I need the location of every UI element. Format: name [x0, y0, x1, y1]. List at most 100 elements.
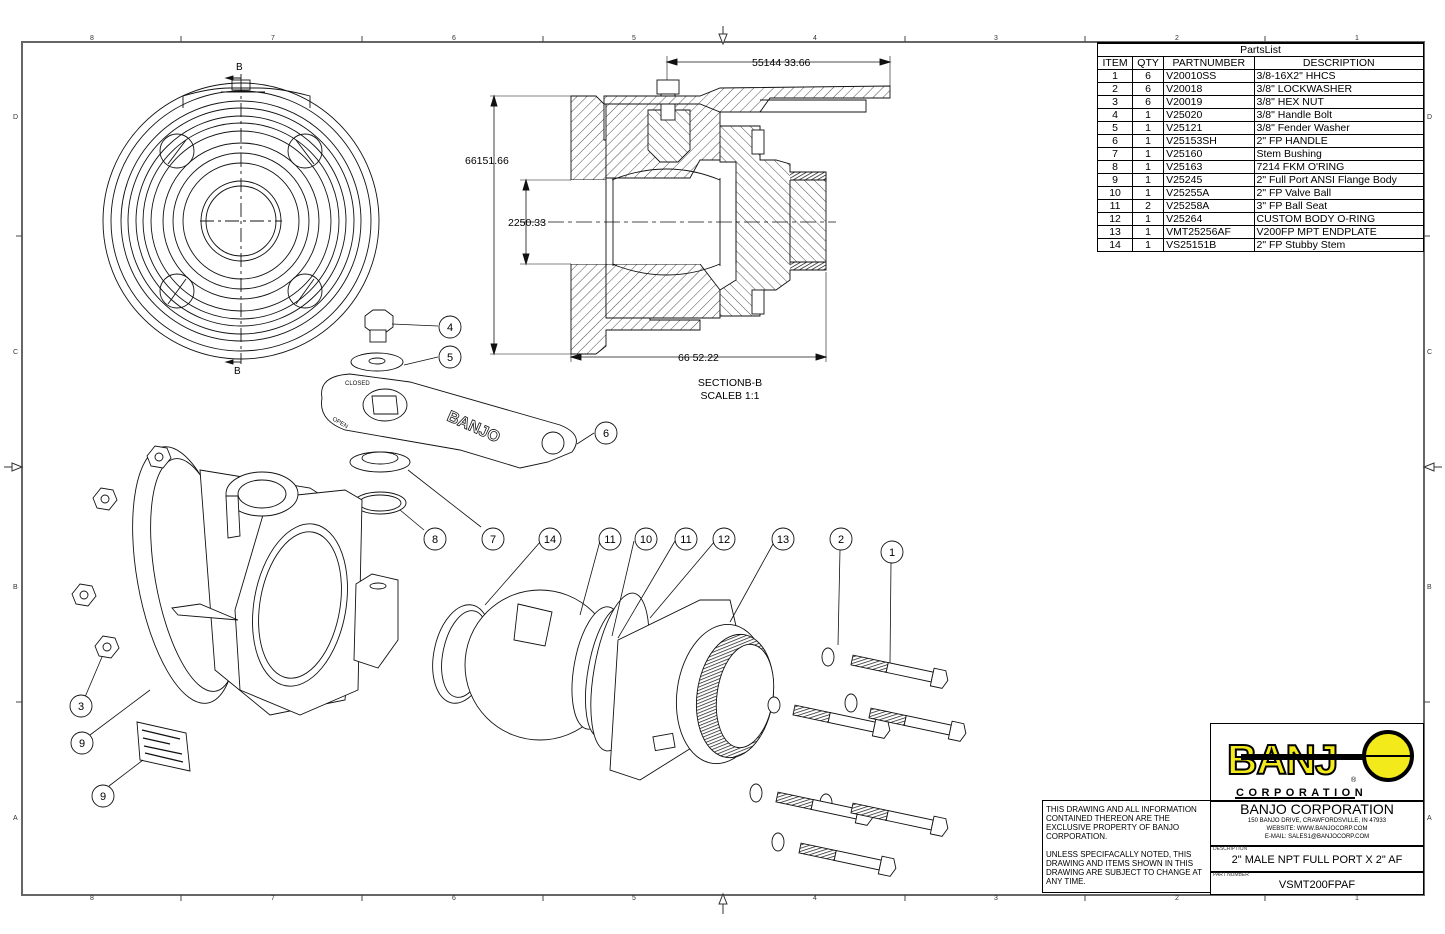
- dim-bore: 2250.33: [508, 217, 546, 229]
- callout-bubble: 14: [538, 527, 562, 551]
- zone-label-top: 4: [813, 35, 817, 42]
- col-qty: QTY: [1132, 56, 1165, 70]
- callout-bubble: 9: [91, 784, 115, 808]
- callout-number: 2: [838, 534, 844, 546]
- part-fender-washer: [350, 352, 404, 372]
- parts-item: 7: [1096, 147, 1134, 161]
- parts-qty: 1: [1132, 238, 1165, 252]
- parts-description: 3/8" LOCKWASHER: [1253, 82, 1425, 96]
- callout-circle: [674, 527, 698, 551]
- zone-label-right: B: [1427, 584, 1432, 591]
- parts-part-number: VS25151B: [1163, 238, 1255, 252]
- callout-bubble: 3: [69, 694, 93, 718]
- company-website: WEBSITE: WWW.BANJOCORP.COM: [1266, 826, 1368, 832]
- company-name: BANJO CORPORATION: [1240, 801, 1394, 817]
- part-endplate: [609, 599, 781, 781]
- parts-description: 2" FP Valve Ball: [1253, 186, 1425, 200]
- parts-part-number: V25245: [1163, 173, 1255, 187]
- zone-label-top: 8: [90, 35, 94, 42]
- callout-bubble: 4: [438, 315, 462, 339]
- section-scale: SCALEB 1:1: [701, 390, 760, 402]
- parts-description: 3/8" Fender Washer: [1253, 121, 1425, 135]
- parts-description: 3/8" Handle Bolt: [1253, 108, 1425, 122]
- callout-bubble: 5: [438, 345, 462, 369]
- col-description: DESCRIPTION: [1253, 56, 1425, 70]
- section-title: SECTIONB-B: [698, 377, 762, 389]
- parts-item: 13: [1096, 225, 1134, 239]
- parts-item: 6: [1096, 134, 1134, 148]
- callout-circle: [91, 784, 115, 808]
- parts-description: 2" Full Port ANSI Flange Body: [1253, 173, 1425, 187]
- notice-changes: UNLESS SPECIFACALLY NOTED, THIS DRAWING …: [1046, 850, 1202, 886]
- parts-part-number: V20019: [1163, 95, 1255, 109]
- part-number-box: PART NUMBER VSMT200FPAF: [1210, 871, 1424, 895]
- callout-circle: [538, 527, 562, 551]
- callout-bubble: 10: [634, 527, 658, 551]
- parts-item: 5: [1096, 121, 1134, 135]
- col-part-number: PARTNUMBER: [1163, 56, 1255, 70]
- parts-qty: 1: [1132, 147, 1165, 161]
- parts-qty: 6: [1132, 69, 1165, 83]
- zone-label-left: A: [13, 815, 18, 822]
- callout-bubble: 7: [481, 527, 505, 551]
- zone-label-bottom: 4: [813, 895, 817, 902]
- col-item: ITEM: [1096, 56, 1134, 70]
- callout-bubble: 11: [598, 527, 622, 551]
- callout-number: 4: [447, 322, 453, 334]
- part-number-value: VSMT200FPAF: [1278, 879, 1356, 891]
- centering-mark-right: [1422, 462, 1442, 472]
- parts-qty: 1: [1132, 121, 1165, 135]
- part-handle: BANJO CLOSED OPEN: [321, 373, 577, 469]
- callout-circle: [481, 527, 505, 551]
- sheet-border: [4, 26, 1442, 914]
- parts-qty: 1: [1132, 186, 1165, 200]
- parts-item: 2: [1096, 82, 1134, 96]
- callout-bubble: 1: [880, 540, 904, 564]
- part-number-label: PART NUMBER: [1213, 872, 1249, 878]
- parts-description: 3/8-16X2" HHCS: [1253, 69, 1425, 83]
- centering-mark-left: [4, 462, 24, 472]
- callout-circle: [598, 527, 622, 551]
- parts-part-number: V25258A: [1163, 199, 1255, 213]
- zone-label-right: C: [1427, 349, 1433, 356]
- parts-item: 3: [1096, 95, 1134, 109]
- parts-part-number: V25255A: [1163, 186, 1255, 200]
- dim-handle-length: 55144 33.66: [752, 57, 811, 69]
- callout-bubble: 12: [712, 527, 736, 551]
- exploded-view: BANJO CLOSED OPEN: [71, 309, 967, 877]
- zone-label-left: D: [13, 114, 19, 121]
- callout-number: 6: [603, 428, 609, 440]
- parts-list-table: PartsList ITEM QTY PARTNUMBER DESCRIPTIO…: [1096, 42, 1425, 252]
- dim-overall-length: 66 52.22: [678, 352, 719, 364]
- zone-label-bottom: 6: [452, 895, 456, 902]
- parts-description: 3/8" HEX NUT: [1253, 95, 1425, 109]
- parts-qty: 1: [1132, 225, 1165, 239]
- zone-label-top: 5: [632, 35, 636, 42]
- parts-part-number: V25163: [1163, 160, 1255, 174]
- callout-circle: [70, 731, 94, 755]
- zone-label-top: 3: [994, 35, 998, 42]
- callout-circle: [634, 527, 658, 551]
- callout-bubble: 13: [771, 527, 795, 551]
- callout-circle: [423, 527, 447, 551]
- dim-overall-height: 66151.66: [465, 155, 509, 167]
- parts-part-number: VMT25256AF: [1163, 225, 1255, 239]
- callout-circle: [771, 527, 795, 551]
- callout-number: 1: [889, 547, 895, 559]
- zone-label-left: C: [13, 349, 19, 356]
- callout-number: 12: [718, 534, 730, 546]
- description-value: 2" MALE NPT FULL PORT X 2" AF: [1231, 854, 1403, 866]
- parts-list-title: PartsList: [1097, 42, 1424, 57]
- description-label: DESCRIPTION: [1213, 846, 1248, 852]
- part-valve-body: [132, 446, 399, 716]
- parts-part-number: V20010SS: [1163, 69, 1255, 83]
- zone-label-bottom: 7: [271, 895, 275, 902]
